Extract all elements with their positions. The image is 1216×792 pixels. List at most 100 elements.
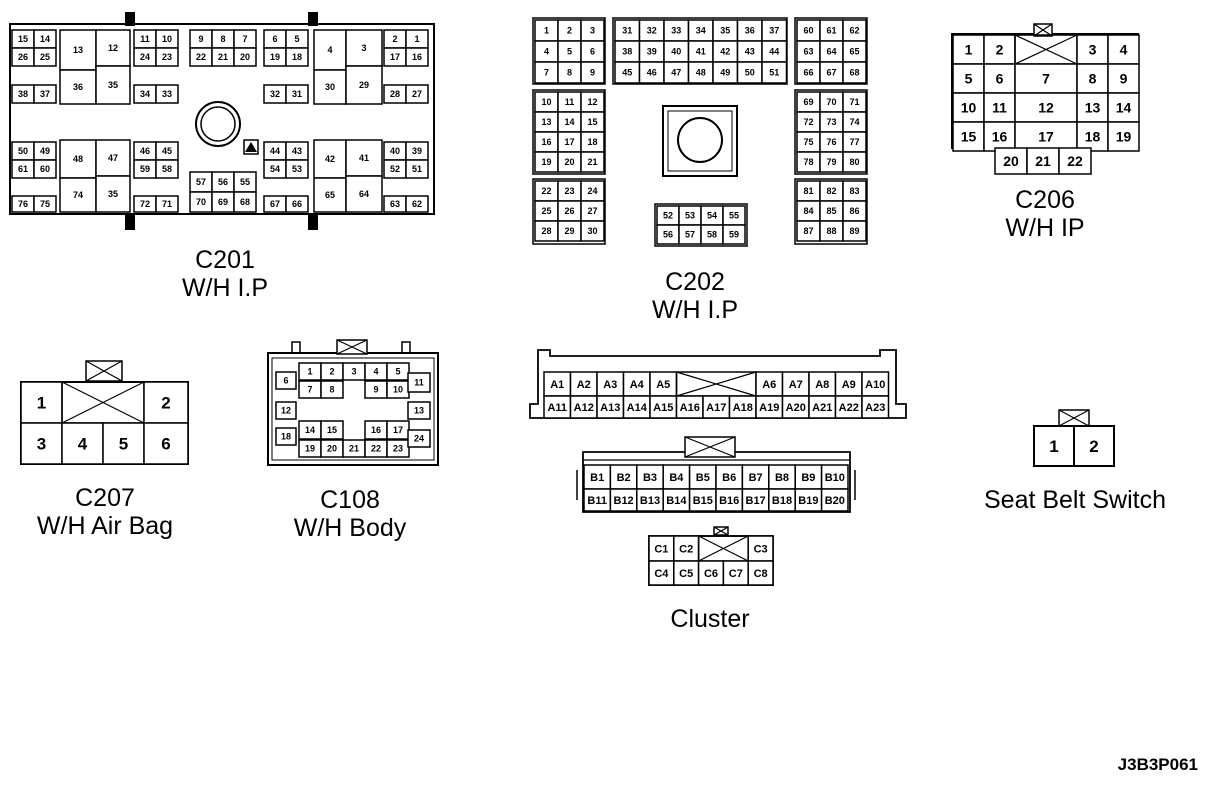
pin-label: 21 — [1035, 153, 1051, 169]
pin-label: 12 — [1038, 100, 1054, 116]
pin-B12: B12 — [609, 488, 638, 512]
pin-cavity — [407, 372, 431, 393]
pin-1: 1 — [1033, 425, 1075, 467]
pin-cavity — [143, 381, 189, 424]
pin-1: 1 — [952, 34, 985, 65]
pin-label: 24 — [587, 186, 597, 196]
pin-A4: A4 — [622, 371, 651, 397]
pin-label: 2 — [1089, 437, 1098, 456]
pin-label: 40 — [390, 146, 400, 156]
pin-label: 9 — [198, 34, 203, 44]
pin-1: 1 — [298, 362, 322, 381]
pin-label: 25 — [541, 206, 551, 216]
pin-15: 15 — [952, 121, 985, 152]
pin-label: 67 — [270, 199, 280, 209]
pin-75: 75 — [796, 131, 821, 153]
pin-32: 32 — [638, 19, 665, 42]
pin-64: 64 — [345, 175, 383, 213]
pin-label: 22 — [541, 186, 551, 196]
pin-label: 14 — [564, 117, 574, 127]
pin-10: 10 — [534, 91, 559, 113]
pin-14: 14 — [33, 29, 57, 49]
pin-label: 56 — [663, 230, 673, 240]
pin-label: 12 — [108, 43, 118, 53]
pin-cavity — [275, 427, 297, 446]
pin-label: 80 — [849, 157, 859, 167]
pin-46: 46 — [133, 141, 157, 161]
pin-A2: A2 — [569, 371, 598, 397]
pin-4: 4 — [534, 40, 559, 63]
pin-83: 83 — [842, 180, 867, 202]
pin-label: C8 — [754, 568, 768, 580]
pin-33: 33 — [155, 84, 179, 104]
pin-label: 43 — [292, 146, 302, 156]
pin-24: 24 — [133, 47, 157, 67]
pin-cavity — [952, 92, 985, 123]
pin-10: 10 — [155, 29, 179, 49]
pin-cavity — [1107, 63, 1140, 94]
pin-5: 5 — [952, 63, 985, 94]
pin-17: 17 — [383, 47, 407, 67]
pin-label: 56 — [218, 177, 228, 187]
caption-c108: C108 W/H Body — [260, 486, 440, 542]
c202-desc: W/H I.P — [651, 296, 739, 324]
pin-cavity — [722, 224, 746, 245]
pin-12: 12 — [580, 91, 605, 113]
pin-cavity — [673, 560, 700, 586]
guide-boss — [195, 101, 241, 147]
pin-62: 62 — [842, 19, 867, 42]
pin-label: 9 — [373, 385, 378, 395]
housing-outline — [9, 23, 435, 215]
pin-69: 69 — [796, 91, 821, 113]
pin-label: 19 — [1116, 129, 1132, 145]
pin-label: A5 — [656, 379, 670, 391]
pin-53: 53 — [678, 205, 702, 226]
pin-label: A20 — [786, 402, 806, 414]
pin-label: A3 — [603, 379, 617, 391]
pin-label: 43 — [745, 47, 755, 57]
pin-65: 65 — [842, 40, 867, 63]
pin-label: 52 — [390, 164, 400, 174]
pin-label: 3 — [361, 43, 366, 53]
pin-label: 13 — [1085, 100, 1101, 116]
pin-35: 35 — [95, 65, 131, 105]
pin-label: 42 — [325, 154, 335, 164]
pin-label: 38 — [622, 47, 632, 57]
pin-8: 8 — [1076, 63, 1109, 94]
pin-label: 76 — [826, 137, 836, 147]
pin-C3: C3 — [747, 535, 774, 562]
pin-label: B14 — [666, 495, 687, 507]
pin-3: 3 — [345, 29, 383, 67]
pin-1: 1 — [20, 381, 63, 424]
pin-label: B3 — [643, 472, 657, 484]
pin-label: 2 — [996, 42, 1004, 58]
pin-63: 63 — [796, 40, 821, 63]
pin-51: 51 — [761, 61, 788, 84]
mount-tab — [308, 214, 318, 230]
pin-label: 71 — [162, 199, 172, 209]
housing-outline — [582, 451, 851, 513]
pin-label: 48 — [73, 154, 83, 164]
pin-label: 55 — [729, 211, 739, 221]
pin-label: B2 — [617, 472, 631, 484]
pin-label: 35 — [720, 26, 730, 36]
pin-57: 57 — [189, 171, 213, 193]
pin-B4: B4 — [662, 464, 691, 490]
pin-label: A19 — [759, 402, 779, 414]
pin-label: B18 — [772, 495, 792, 507]
pin-label: 73 — [826, 117, 836, 127]
key-marker — [243, 139, 259, 155]
pin-B18: B18 — [768, 488, 796, 512]
pin-52: 52 — [383, 159, 407, 179]
pin-8: 8 — [557, 61, 582, 84]
pin-label: 28 — [541, 226, 551, 236]
pin-20: 20 — [557, 151, 582, 173]
c108-id: C108 — [320, 486, 380, 514]
pin-57: 57 — [678, 224, 702, 245]
pin-label: 9 — [590, 68, 595, 78]
pin-cavity — [61, 422, 104, 465]
pin-label: 16 — [371, 425, 381, 435]
pin-label: 23 — [393, 444, 403, 454]
